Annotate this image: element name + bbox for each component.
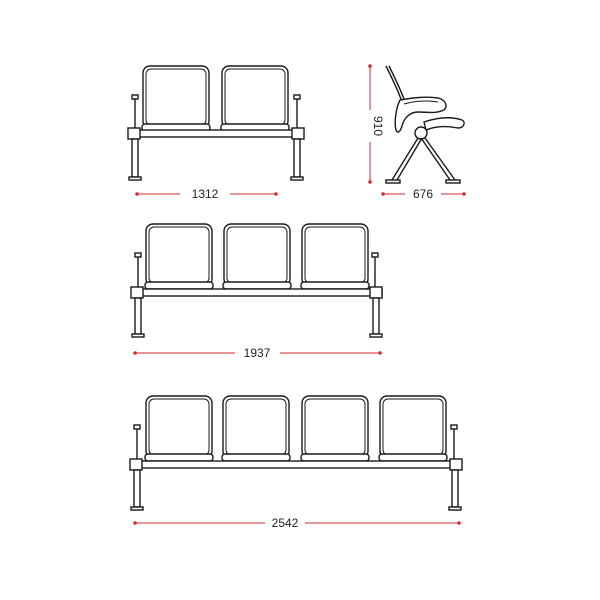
two-seat-bench [127, 65, 305, 181]
dimension-side-height: 910 [368, 64, 385, 184]
dimension-label-676: 676 [413, 187, 433, 201]
dimension-2seat-width: 1312 [135, 187, 278, 201]
side-view-chair [385, 65, 465, 184]
dimension-4seat-width: 2542 [133, 516, 461, 530]
dimension-label-2542: 2542 [272, 516, 299, 530]
dimension-label-1937: 1937 [244, 346, 271, 360]
three-seat-bench [130, 223, 383, 338]
dimension-label-910: 910 [371, 116, 385, 136]
dimension-3seat-width: 1937 [133, 346, 382, 360]
dimension-label-1312: 1312 [192, 187, 219, 201]
four-seat-bench [129, 395, 463, 511]
dimension-side-depth: 676 [381, 187, 466, 201]
